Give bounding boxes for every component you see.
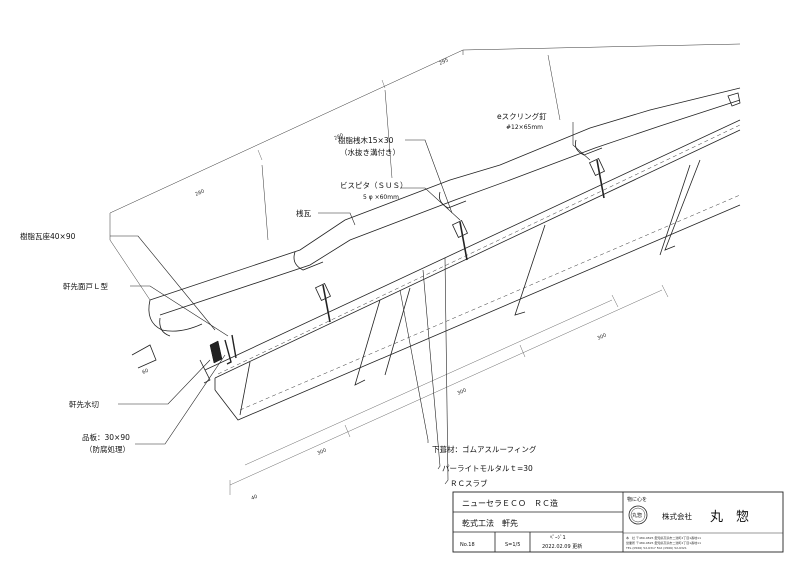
label-eskring-nail: eスクリング釘 <box>497 111 547 121</box>
dim-slab-a: 300 <box>456 387 467 396</box>
dim-bottom-a: 300 <box>316 447 327 456</box>
label-board: 品板：30×90 <box>82 432 130 442</box>
dimension-labels: 295 280 280 60 300 300 300 40 <box>141 57 607 501</box>
label-eskring-nail-size: #12×65mm <box>506 124 543 131</box>
label-eaves-face-l: 軒先面戸Ｌ型 <box>63 281 108 291</box>
company-seal-text: 丸惣 <box>632 512 642 519</box>
title-scale: S=1/5 <box>505 542 520 548</box>
label-resin-tile-seat: 樹脂瓦座40×90 <box>20 231 76 241</box>
title-block: ニューセラＥＣＯ ＲＣ造 乾式工法 軒先 No.18 S=1/5 ﾍﾟｰｼﾞ1 … <box>452 491 784 553</box>
label-perlite: パーライトモルタルｔ=30 <box>442 464 533 473</box>
roof-section-geometry <box>109 43 741 495</box>
dim-eave-projection: 60 <box>141 368 149 376</box>
label-resin-batten-note: （水抜き溝付き） <box>340 147 400 157</box>
company-name: 丸 惣 <box>710 510 749 525</box>
dim-top-overall: 295 <box>438 57 449 66</box>
label-rc-slab: ＲＣスラブ <box>450 478 488 488</box>
title-date: 2022.02.09 更新 <box>542 543 582 550</box>
label-sankawara: 桟瓦 <box>296 208 311 218</box>
label-screw-size: 5 φ ×60mm <box>363 194 399 201</box>
callout-labels: eスクリング釘 #12×65mm 樹脂桟木15×30 （水抜き溝付き） ビスピタ… <box>20 111 547 488</box>
dim-tile-width-b: 280 <box>333 132 344 141</box>
dim-tile-width-a: 280 <box>194 188 205 197</box>
label-eaves-drip: 軒先水切 <box>69 399 99 409</box>
title-note: ﾍﾟｰｼﾞ1 <box>550 534 566 541</box>
company-prefix: 株式会社 <box>662 511 692 521</box>
company-tel: TEL (0566) 52-6317 FAX (0566) 52-6321 <box>625 546 687 550</box>
dim-small: 40 <box>250 494 258 502</box>
title-no: No.18 <box>460 542 475 548</box>
title-product: ニューセラＥＣＯ ＲＣ造 <box>462 498 558 508</box>
label-board-note: （防腐処理） <box>85 444 130 454</box>
label-screw: ビスピタ（ＳＵＳ） <box>340 181 408 190</box>
company-seal-icon <box>628 505 648 525</box>
leader-lines <box>110 122 591 485</box>
dim-slab-b: 300 <box>596 332 607 341</box>
label-underlay: 下葺材：ゴムアスルーフィング <box>432 444 537 454</box>
title-method: 乾式工法 軒先 <box>462 518 518 528</box>
company-address-1: 本 社 〒489-0825 愛知県高浜市二池町2丁目1番地11 <box>626 535 701 540</box>
label-resin-batten: 樹脂桟木15×30 <box>338 135 394 145</box>
company-address-2: 営業所 〒489-0825 愛知県高浜市二池町2丁目1番地11 <box>626 540 701 545</box>
company-motto: 物に心を <box>627 496 647 503</box>
